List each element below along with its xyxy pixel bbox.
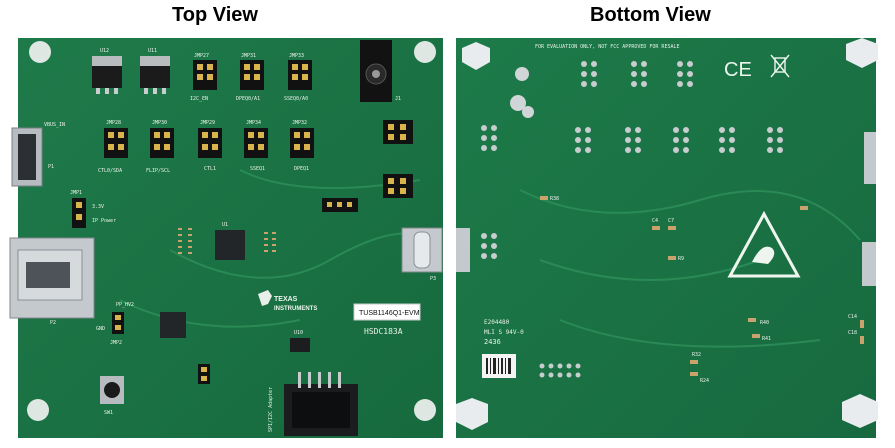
jmp31-label: JMP31 xyxy=(241,53,256,59)
v33-label: 3.3V xyxy=(92,204,104,210)
bottom-board: FOR EVALUATION ONLY, NOT FCC APPROVED FO… xyxy=(456,38,878,438)
header-right-upper xyxy=(383,120,413,144)
round-pad xyxy=(510,95,526,111)
part-code: HSDC183A xyxy=(364,327,403,336)
r41-label: R41 xyxy=(762,336,771,342)
jmp29-label: JMP29 xyxy=(200,120,215,126)
barrel-jack-j1 xyxy=(360,40,392,102)
r40-label: R40 xyxy=(760,320,769,326)
top-board: U12 U11 JMP27 JMP31 JMP33 I2C_EN DPEQ0/A… xyxy=(9,38,443,438)
ul-rating: MLI S 94V-0 xyxy=(484,329,524,336)
edge-connector xyxy=(864,132,876,184)
r24-label: R24 xyxy=(700,378,709,384)
mounting-hole xyxy=(27,399,49,421)
ti-brand-line2: INSTRUMENTS xyxy=(274,306,317,312)
spi-i2c-header xyxy=(284,372,358,436)
flip-label: FLIP/SCL xyxy=(146,168,170,174)
jmp34-label: JMP34 xyxy=(246,120,261,126)
edge-connector xyxy=(862,242,876,286)
standoff xyxy=(456,398,488,430)
p2-label: P2 xyxy=(50,320,56,326)
ti-brand-line1: TEXAS xyxy=(274,296,298,303)
lot-code: E204480 xyxy=(484,319,510,326)
jumper-jmp32 xyxy=(290,128,314,158)
r38-label: R38 xyxy=(550,196,559,202)
usb-c-p3 xyxy=(401,227,443,273)
regulator-u12 xyxy=(92,56,122,94)
spi-adapter-label: SPI/I2C Adapter xyxy=(268,387,274,432)
ic-u1 xyxy=(215,230,245,260)
round-pad xyxy=(522,106,534,118)
vbus-in-label: VBUS_IN xyxy=(44,122,65,128)
u1-label: U1 xyxy=(222,222,228,228)
mounting-hole xyxy=(29,41,51,63)
dpeq0-label: DPEQ0/A1 xyxy=(236,96,260,102)
sseq1-label: SSEQ1 xyxy=(250,166,265,172)
sseq0-label: SSEQ0/A0 xyxy=(284,96,308,102)
u12-label: U12 xyxy=(100,48,109,54)
ce-mark: CE xyxy=(724,59,752,81)
mounting-hole xyxy=(414,41,436,63)
regulator-u11 xyxy=(140,56,170,94)
c18-label: C18 xyxy=(848,330,857,336)
jmp2-label: JMP2 xyxy=(110,340,122,346)
jumper-jmp34 xyxy=(244,128,268,158)
pp-hv2-label: PP_HV2 xyxy=(116,302,134,308)
connector-p1 xyxy=(11,127,43,187)
ic-u10 xyxy=(290,338,310,352)
ti-logo xyxy=(258,290,272,306)
notice-text: FOR EVALUATION ONLY, NOT FCC APPROVED FO… xyxy=(535,44,680,50)
top-view-title: Top View xyxy=(172,4,258,26)
eval-sticker xyxy=(353,303,421,321)
sw1-label: SW1 xyxy=(104,410,113,416)
ic-lower-left xyxy=(160,312,186,338)
standoff xyxy=(846,38,878,68)
i2c-en-label: I2C_EN xyxy=(190,96,208,102)
jmp32-label: JMP32 xyxy=(292,120,307,126)
ctl1-label: CTL1 xyxy=(204,166,216,172)
bottom-pcb-substrate xyxy=(456,38,876,438)
jmp1-label: JMP1 xyxy=(70,190,82,196)
jumper-jmp30 xyxy=(150,128,174,158)
r32-label: R32 xyxy=(692,352,701,358)
u10-label: U10 xyxy=(294,330,303,336)
c14-label: C14 xyxy=(848,314,857,320)
c7-label: C7 xyxy=(668,218,674,224)
pushbutton-sw1 xyxy=(100,376,124,404)
round-pad xyxy=(515,67,529,81)
header-right-lower xyxy=(383,174,413,198)
jumper-jmp28 xyxy=(104,128,128,158)
standoff xyxy=(462,42,490,70)
date-code: 2436 xyxy=(484,338,501,346)
dpeq1-label: DPEQ1 xyxy=(294,166,309,172)
p1-label: P1 xyxy=(48,164,54,170)
esd-warning-icon xyxy=(727,210,801,278)
r9-label: R9 xyxy=(678,256,684,262)
bottom-view-title: Bottom View xyxy=(590,4,711,26)
j1-label: J1 xyxy=(395,96,401,102)
standoff xyxy=(842,394,878,428)
weee-bin-icon xyxy=(770,54,790,78)
jumper-jmp27 xyxy=(193,60,217,90)
jmp30-label: JMP30 xyxy=(152,120,167,126)
ctl0-label: CTL0/SDA xyxy=(98,168,122,174)
mounting-hole xyxy=(414,399,436,421)
p3-label: P3 xyxy=(430,276,436,282)
jumper-jmp31 xyxy=(240,60,264,90)
u11-label: U11 xyxy=(148,48,157,54)
eval-label: TUSB1146Q1-EVM xyxy=(359,310,420,317)
gnd-label: GND xyxy=(96,326,105,332)
jumper-jmp1 xyxy=(72,198,86,228)
jumper-jmp2 xyxy=(112,312,124,334)
c4-label: C4 xyxy=(652,218,658,224)
ip-power-label: IP Power xyxy=(92,218,116,224)
jumper-jmp33 xyxy=(288,60,312,90)
jmp33-label: JMP33 xyxy=(289,53,304,59)
jmp27-label: JMP27 xyxy=(194,53,209,59)
jumper-jmp29 xyxy=(198,128,222,158)
edge-connector xyxy=(456,228,470,272)
displayport-p2 xyxy=(9,237,95,319)
jmp28-label: JMP28 xyxy=(106,120,121,126)
